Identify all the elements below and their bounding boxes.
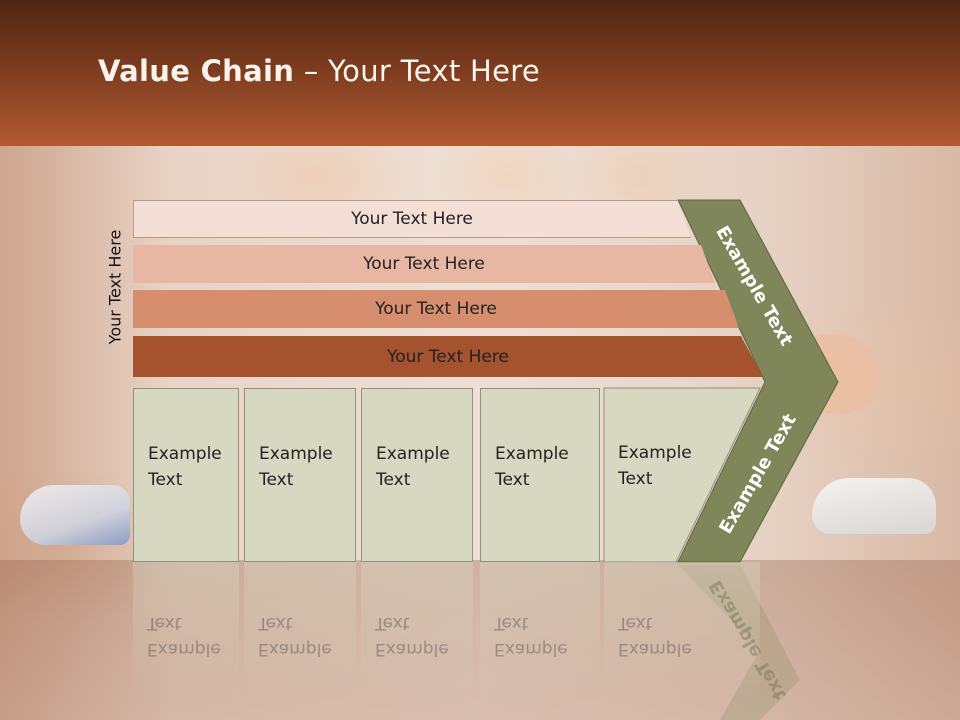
reflection-2-text: Example xyxy=(258,639,332,659)
primary-activity-2-line2: Text xyxy=(259,470,294,490)
reflection-4-text2: Text xyxy=(494,613,529,633)
reflection-2-text2: Text xyxy=(258,613,293,633)
reflection-4: Example Text xyxy=(480,562,600,720)
primary-activity-4-line1: Example xyxy=(495,444,569,464)
reflection-3-text2: Text xyxy=(375,613,410,633)
margin-chevron-shape xyxy=(677,199,839,563)
reflection-5-text2: Text xyxy=(618,613,653,633)
support-activity-2-label: Your Text Here xyxy=(363,254,485,274)
reflection-4-text: Example xyxy=(494,639,568,659)
slide-title: Value Chain – Your Text Here xyxy=(98,54,540,88)
reflection-1-text2: Text xyxy=(147,613,182,633)
margin-chevron-reflection xyxy=(678,565,800,720)
header-band: Value Chain – Your Text Here xyxy=(0,0,960,146)
photo-shoe-left xyxy=(20,485,130,545)
primary-activity-5-line1: Example xyxy=(618,443,692,463)
support-activity-2: Your Text Here xyxy=(133,245,715,283)
primary-activity-2-line1: Example xyxy=(259,444,333,464)
primary-activity-1-line1: Example xyxy=(148,444,222,464)
title-bold: Value Chain xyxy=(98,54,295,88)
primary-activity-3-line1: Example xyxy=(376,444,450,464)
reflection-3-text: Example xyxy=(375,639,449,659)
primary-activity-3-line2: Text xyxy=(376,470,411,490)
photo-shoe-right xyxy=(812,478,936,534)
primary-activity-5-line2: Text xyxy=(618,469,653,489)
support-activity-1: Your Text Here xyxy=(133,200,691,238)
background-floor xyxy=(0,560,960,720)
reflection-1: Example Text xyxy=(133,562,239,720)
primary-activity-1-line2: Text xyxy=(148,470,183,490)
reflection-5-text: Example xyxy=(618,639,692,659)
reflection-1-text: Example xyxy=(147,639,221,659)
reflection-2: Example Text xyxy=(244,562,356,720)
support-activity-1-label: Your Text Here xyxy=(351,209,473,229)
support-activity-4: Your Text Here xyxy=(133,336,763,377)
primary-box-5-shape xyxy=(603,387,761,563)
support-activity-4-label: Your Text Here xyxy=(387,346,509,367)
reflection-3: Example Text xyxy=(361,562,473,720)
support-activity-3: Your Text Here xyxy=(133,290,739,328)
reflection-5: Example Text xyxy=(604,562,760,720)
support-activity-3-label: Your Text Here xyxy=(375,299,497,319)
title-rest: – Your Text Here xyxy=(294,54,540,88)
primary-activity-4-line2: Text xyxy=(495,470,530,490)
